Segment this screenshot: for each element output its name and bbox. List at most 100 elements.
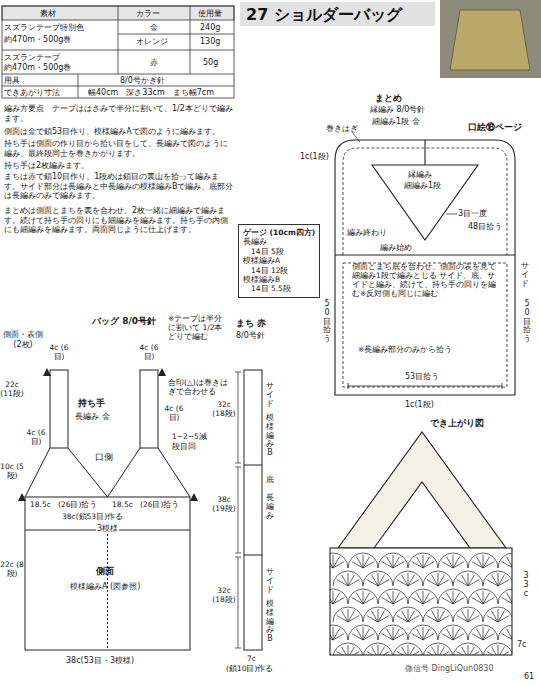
annotation-text: でき上がり図 <box>430 418 484 429</box>
annotation-text: まとめ <box>375 93 402 104</box>
annotation-text: 1c(1段) <box>405 400 434 410</box>
annotation-text: 18.5c <box>30 500 51 509</box>
annotation-text: スズランテープ <box>4 53 60 63</box>
scallop-stitch <box>378 553 408 568</box>
annotation-text: スズランテープ特別色 <box>4 23 84 33</box>
annotation-text: 4c (6目) <box>24 428 48 446</box>
annotation-text: 1−2−5減 <box>172 432 207 441</box>
scallop-stitch <box>423 643 453 655</box>
scallop-stitch <box>363 607 393 622</box>
gauge-text: 14目 5段 <box>243 247 315 256</box>
annotation-text: サイド <box>266 568 274 594</box>
annotation-text: サイド <box>521 262 529 288</box>
gusset-strip <box>235 370 262 650</box>
annotation-text: 32c (18段) <box>212 586 236 604</box>
scallop-stitch <box>498 589 512 604</box>
gauge-text: 14目 5.5段 <box>243 284 315 293</box>
annotation-text: ※テープは半分に割いて 1/2本どりで編む <box>168 314 230 341</box>
scallop-stitch <box>378 589 408 604</box>
gauge-box: ゲージ (10cm四方)長編み14目 5段模様編みA14目 12段模様編みB14… <box>238 224 320 298</box>
annotation-text: 幅40cm 深さ33cm まち幅7cm <box>88 88 214 98</box>
annotation-text: 側面・表側 (2枚) <box>0 330 46 349</box>
scallop-stitch <box>483 571 512 586</box>
scallop-stitch <box>393 643 423 655</box>
scallop-stitch <box>330 589 348 604</box>
scallop-stitch <box>453 607 483 622</box>
scallop-stitch <box>393 607 423 622</box>
annotation-text: 持ち手は2枚編みます。 <box>4 161 234 171</box>
annotation-text: 50g <box>203 58 218 68</box>
annotation-text: 4c (6目) <box>47 343 71 361</box>
annotation-text: 7c <box>517 640 527 650</box>
side-panel-chart <box>25 370 190 650</box>
annotation-text: 1c(1段) <box>300 152 329 162</box>
scallop-stitch <box>498 625 512 640</box>
annotation-text: 細編み1段 <box>404 181 441 191</box>
annotation-text: (26目)拾う <box>58 500 97 509</box>
scallop-stitch <box>468 625 498 640</box>
annotation-text: できあがり寸法 <box>4 88 60 98</box>
annotation-text: 61 <box>524 672 534 682</box>
annotation-text: オレンジ <box>136 37 168 47</box>
annotation-text: 持ち手は側面の作り目から拾い目をして、長編みで図のように編み、最終段同士を巻きか… <box>4 139 234 158</box>
annotation-text: 口側 <box>95 452 113 463</box>
annotation-text: 模様編みA (図参照) <box>70 582 140 592</box>
annotation-text: (鎖10目)作る <box>226 664 273 673</box>
annotation-text: 微信号 DingLiQun0830 <box>405 664 494 674</box>
scallop-stitch <box>468 553 498 568</box>
scallop-stitch <box>483 643 512 655</box>
page-title: 27 ショルダーバッグ <box>246 5 402 26</box>
annotation-text: 約470m・500g巻 <box>4 63 71 73</box>
scallop-stitch <box>438 589 468 604</box>
annotation-text: 細編み1段 金 <box>372 117 420 127</box>
scallop-stitch <box>408 553 438 568</box>
annotation-text: 使用量 <box>198 9 222 19</box>
annotation-text: 編み方要点 テープははさみで半分に割いて、1/2本どりで編みます。 <box>4 104 234 123</box>
annotation-text: 合印(△)は巻きはぎで合わせる <box>168 378 230 396</box>
annotation-text: 素材 <box>40 9 56 19</box>
annotation-text: 7c <box>247 654 256 663</box>
scallop-stitch <box>483 607 512 622</box>
annotation-text: 4c (6目) <box>162 404 186 422</box>
annotation-text: ※長編み部分のみから拾う <box>358 345 453 354</box>
annotation-text: 底 <box>266 476 274 485</box>
annotation-text: 編み始め <box>380 243 412 253</box>
annotation-text: 側面とまち底を合わせ、側面の表を見て細編み1段で編みとじる サイド、底、サイドと… <box>352 262 502 298</box>
annotation-text: 53目拾う <box>405 372 439 382</box>
scallop-stitch <box>408 625 438 640</box>
annotation-text: 金 <box>150 23 158 33</box>
scallop-stitch <box>348 625 378 640</box>
annotation-text: 模様編みB <box>266 600 274 644</box>
annotation-text: 模様編みB <box>266 414 274 458</box>
annotation-text: 3目一度 <box>458 209 487 219</box>
scallop-stitch <box>498 553 512 568</box>
scallop-stitch <box>348 553 378 568</box>
scallop-stitch <box>333 607 363 622</box>
annotation-text: 38c (19段) <box>212 495 236 513</box>
finished-bag <box>318 432 541 658</box>
gauge-text: 模様編みA <box>243 256 315 265</box>
annotation-text: カラー <box>136 9 160 19</box>
scallop-stitch <box>453 571 483 586</box>
annotation-text: 33c <box>522 572 530 598</box>
scallop-stitch <box>423 571 453 586</box>
annotation-text: まとめは側面とまちを裏を合わせ、2枚一緒に細編みで編みます。続けて持ち手の回りに… <box>4 206 234 235</box>
annotation-text: バッグ 8/0号針 <box>92 316 156 327</box>
annotation-text: 側面は金で鎖53目作り、模様編みAで図のように編みます。 <box>4 127 234 137</box>
scallop-stitch <box>438 553 468 568</box>
scallop-stitch <box>393 571 423 586</box>
scallop-stitch <box>408 589 438 604</box>
annotation-text: 50目拾う <box>323 300 331 344</box>
gauge-text: 模様編みB <box>243 275 315 284</box>
gauge-text: 長編み <box>243 237 315 246</box>
annotation-text: 38c(53目・3模様) <box>66 656 134 666</box>
assembly-diagram <box>335 132 515 395</box>
annotation-text: まち 赤 <box>236 318 266 329</box>
annotation-text: まちは赤で鎖10目作り、1段めは鎖目の裏山を拾って編みます。サイド部分は長編みと… <box>4 172 234 201</box>
annotation-text: 縁編み <box>408 170 432 180</box>
annotation-text: 側面 <box>96 566 114 577</box>
annotation-text: 約470m・500g巻 <box>4 35 71 45</box>
annotation-text: 130g <box>200 37 220 47</box>
scallop-stitch <box>468 589 498 604</box>
annotation-text: 赤 <box>150 58 158 68</box>
